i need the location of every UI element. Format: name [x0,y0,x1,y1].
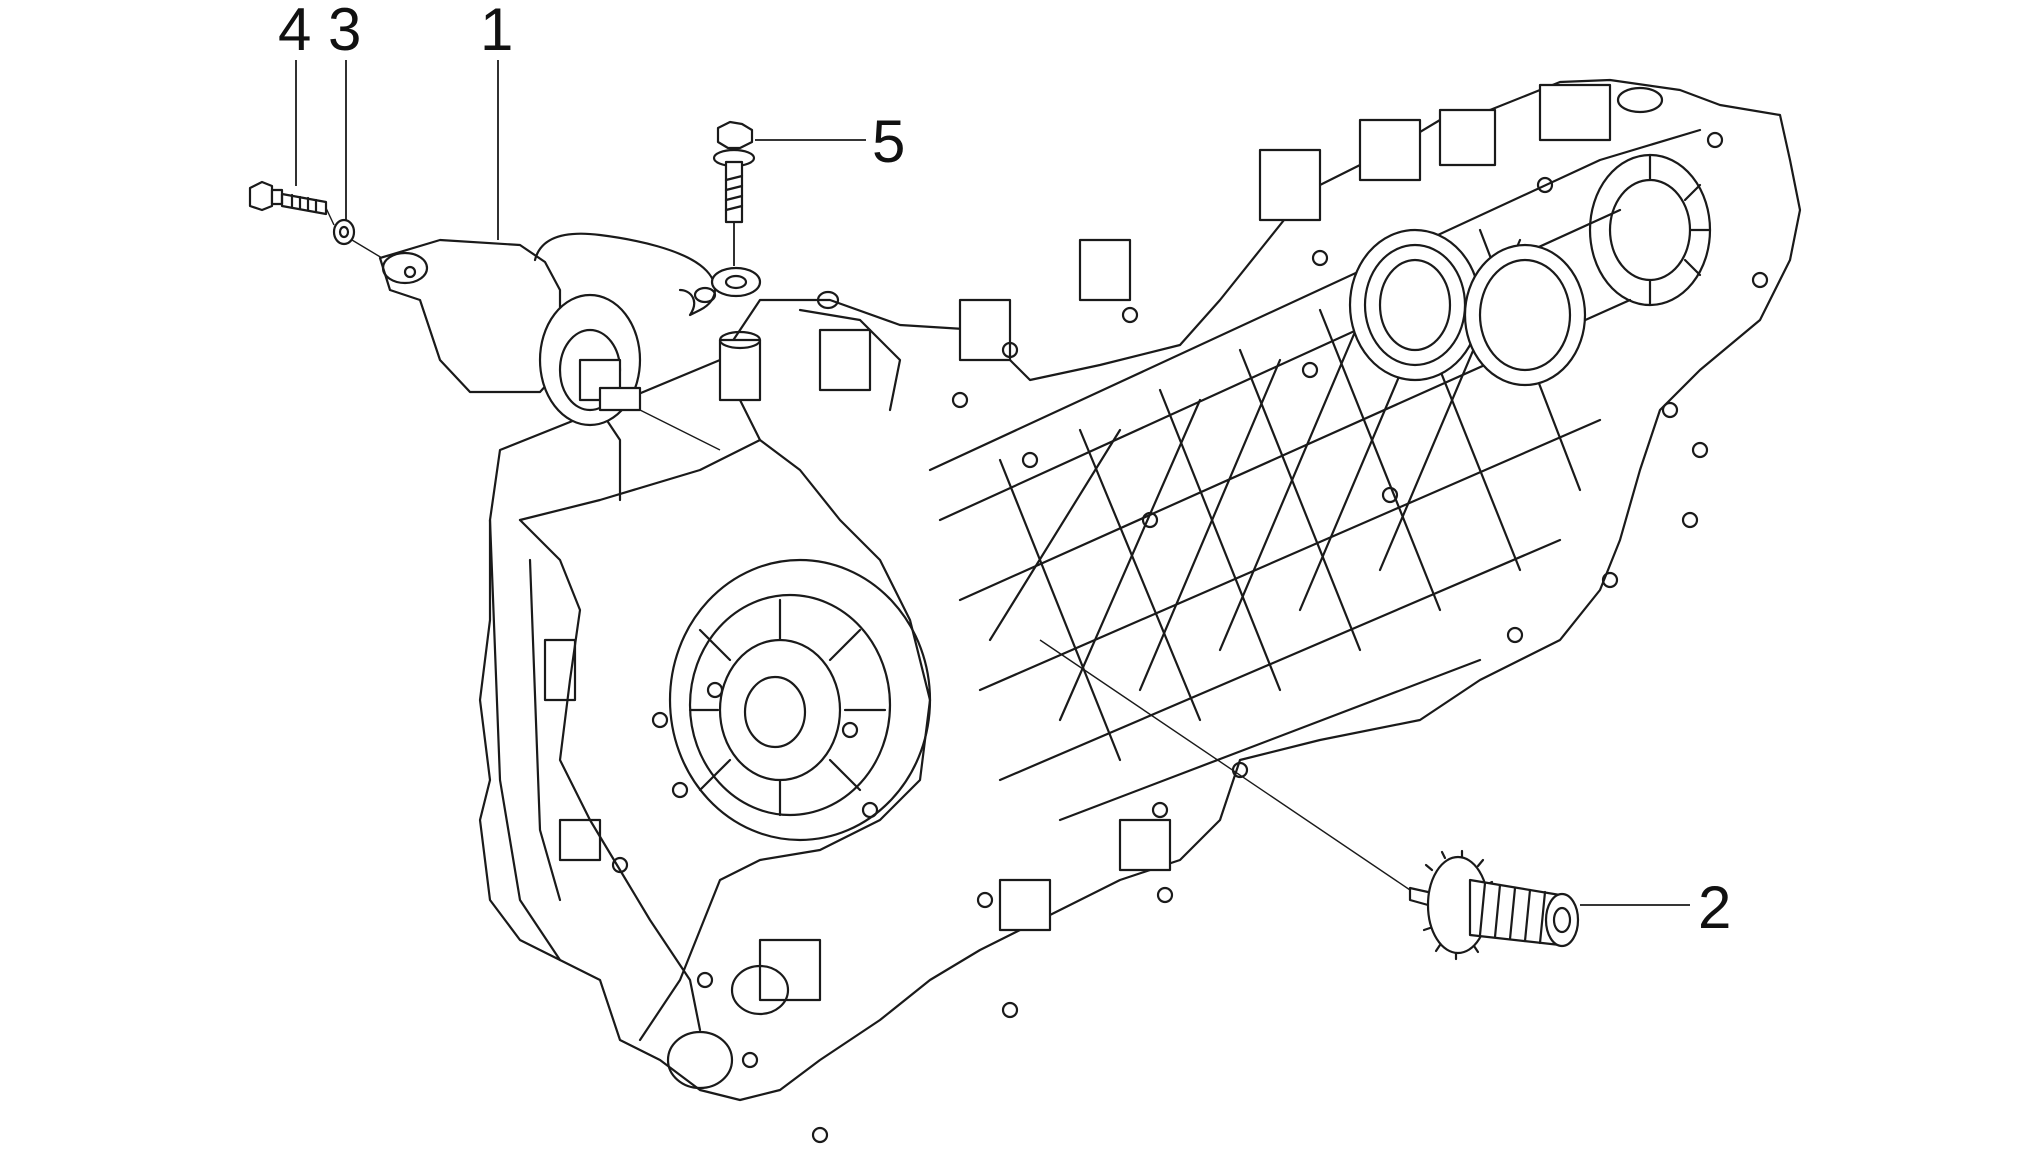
washer [332,218,356,246]
flange-bolt [710,120,762,298]
starter-gear [1408,849,1580,961]
callout-labels: 4 3 1 5 2 [278,0,1731,941]
leader-lines [295,60,1690,906]
callout-starter-motor: 1 [480,0,513,63]
callout-washer: 3 [328,0,361,63]
callout-starter-gear: 2 [1698,874,1731,941]
bolt [248,180,328,216]
callout-bolt: 4 [278,0,311,63]
starter-motor [378,232,717,427]
crankcase [478,78,1802,1144]
callout-flange-bolt: 5 [872,108,905,175]
